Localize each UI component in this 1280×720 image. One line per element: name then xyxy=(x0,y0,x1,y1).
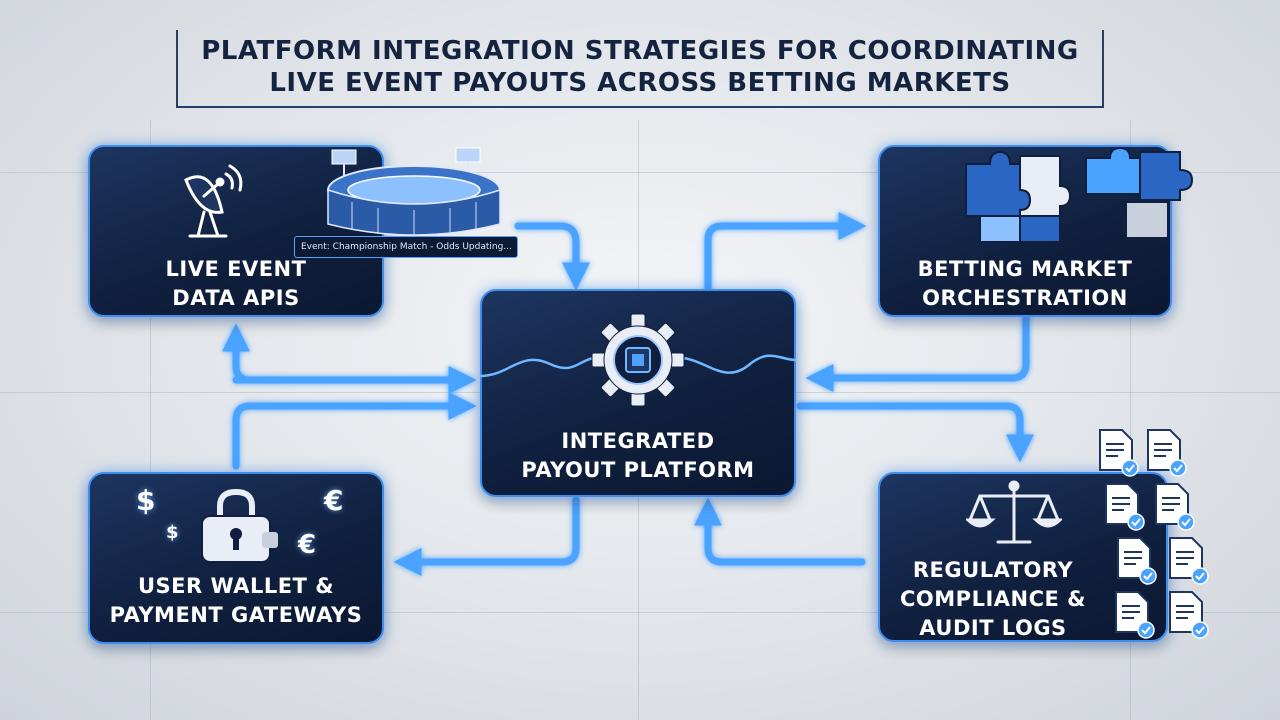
grid-line xyxy=(1130,120,1131,720)
satellite-dish-icon xyxy=(184,164,243,238)
live-event-label: LIVE EVENT DATA APIS xyxy=(165,257,307,310)
diagram-title-line-1: PLATFORM INTEGRATION STRATEGIES FOR COOR… xyxy=(201,36,1079,66)
live-event-data-apis-node: LIVE EVENT DATA APIS xyxy=(88,145,384,317)
arrow-platform-to-market xyxy=(704,212,867,294)
arrow-platform-to-compliance xyxy=(796,402,1034,463)
arrow-wallet-to-platform xyxy=(232,392,477,470)
euro-icon: € xyxy=(324,484,344,517)
payout-platform-label: INTEGRATED PAYOUT PLATFORM xyxy=(521,429,755,482)
grid-line xyxy=(150,120,151,720)
grid-line xyxy=(0,612,1280,613)
betting-market-label: BETTING MARKET ORCHESTRATION xyxy=(917,257,1133,310)
grid-line xyxy=(0,172,1280,173)
arrow-live-to-platform xyxy=(514,222,590,291)
arrow-compliance-to-platform xyxy=(694,497,866,566)
floodlight-icon xyxy=(331,147,481,176)
euro-icon: € xyxy=(298,530,317,560)
wallet-label: USER WALLET & PAYMENT GATEWAYS xyxy=(109,574,363,627)
dollar-icon: $ xyxy=(166,522,179,543)
stadium-icon xyxy=(327,147,501,236)
diagram-title-line-2: LIVE EVENT PAYOUTS ACROSS BETTING MARKET… xyxy=(269,68,1011,98)
live-odds-ticker: Event: Championship Match - Odds Updatin… xyxy=(294,236,518,258)
compliance-label: REGULATORY COMPLIANCE & AUDIT LOGS xyxy=(900,558,1086,640)
arrow-market-to-platform xyxy=(805,314,1030,392)
title-frame xyxy=(176,30,1104,108)
dollar-icon: $ xyxy=(136,484,156,517)
puzzle-pieces-icon xyxy=(965,146,1194,243)
gear-chip-icon xyxy=(591,313,685,407)
arrow-platform-to-wallet xyxy=(393,496,580,576)
checked-document-icon xyxy=(1099,429,1209,639)
scales-icon xyxy=(966,480,1062,544)
arrow-platform-to-live xyxy=(222,323,466,384)
padlock-wallet-icon xyxy=(201,488,278,563)
